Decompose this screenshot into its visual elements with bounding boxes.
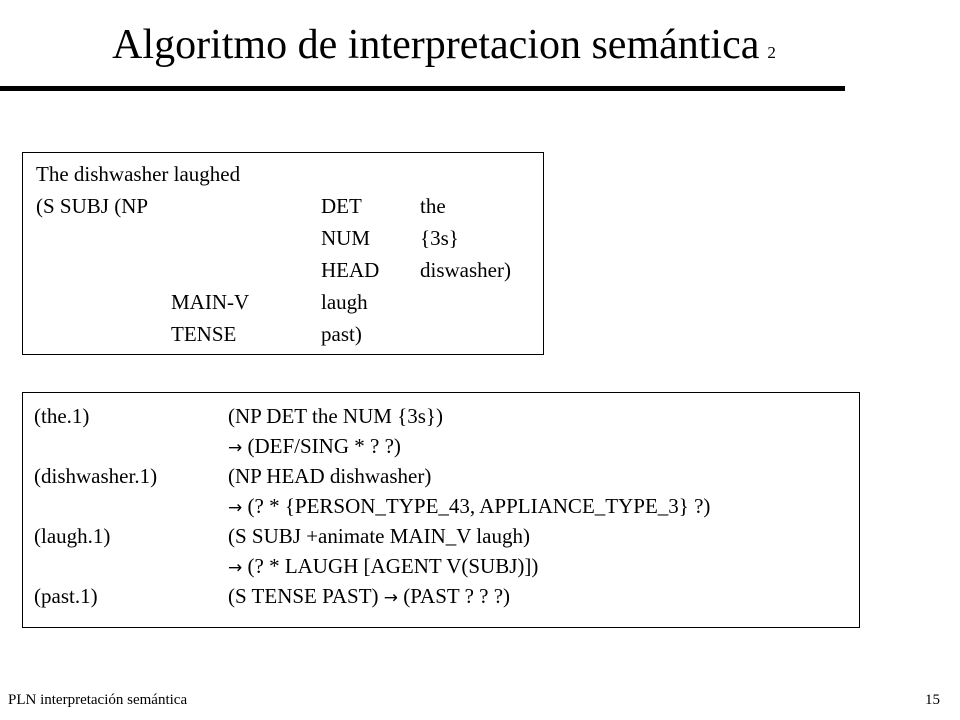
parse-row3-col3: diswasher) (420, 258, 511, 282)
parse-row2-col3: {3s} (420, 226, 459, 250)
parse-row3-col2: HEAD (321, 258, 380, 282)
rule-key: (past.1) (34, 584, 98, 608)
rule-key: (laugh.1) (34, 524, 111, 548)
title-text: Algoritmo de interpretacion semántica (112, 22, 760, 68)
rule-pattern: (S TENSE PAST) (228, 584, 379, 608)
sentence-text: The dishwasher laughed (36, 162, 241, 186)
slide-title: Algoritmo de interpretacion semántica 2 (0, 18, 888, 80)
page-number: 15 (925, 692, 940, 708)
title-underline (0, 86, 845, 91)
rule-result: (DEF/SING * ? ?) (247, 434, 401, 458)
arrow-icon: → (228, 498, 243, 518)
rule-result-line: → (? * LAUGH [AGENT V(SUBJ)]) (228, 551, 538, 583)
parse-row1-col3: the (420, 194, 446, 218)
rule-result: (? * LAUGH [AGENT V(SUBJ)]) (247, 554, 539, 578)
parse-row4-col2: laugh (321, 290, 368, 314)
rule-key: (dishwasher.1) (34, 464, 158, 488)
parse-row5-col1: TENSE (171, 322, 237, 346)
arrow-icon: → (383, 588, 399, 608)
parse-row1-col2: DET (321, 194, 362, 218)
arrow-icon: → (228, 438, 243, 458)
semantic-rules-box: (the.1) (NP DET the NUM {3s}) → (DEF/SIN… (22, 392, 860, 628)
rule-result-line: → (DEF/SING * ? ?) (228, 431, 401, 463)
rule-pattern-result-line: (S TENSE PAST) → (PAST ? ? ?) (228, 581, 510, 613)
rule-pattern: (S SUBJ +animate MAIN_V laugh) (228, 524, 530, 548)
parse-row2-col2: NUM (321, 226, 371, 250)
rule-result: (? * {PERSON_TYPE_43, APPLIANCE_TYPE_3} … (247, 494, 711, 518)
parse-row1-col1: (S SUBJ (NP (36, 194, 149, 218)
arrow-icon: → (228, 558, 243, 578)
title-subscript: 2 (767, 43, 776, 62)
parse-row4-col1: MAIN-V (171, 290, 250, 314)
rule-result-line: → (? * {PERSON_TYPE_43, APPLIANCE_TYPE_3… (228, 491, 710, 523)
parse-structure-box: The dishwasher laughed (S SUBJ (NP DET t… (22, 152, 544, 355)
footer-course-label: PLN interpretación semántica (8, 692, 188, 708)
rule-key: (the.1) (34, 404, 90, 428)
parse-row5-col2: past) (321, 322, 362, 346)
rule-pattern: (NP DET the NUM {3s}) (228, 404, 443, 428)
rule-result: (PAST ? ? ?) (403, 584, 511, 608)
rule-pattern: (NP HEAD dishwasher) (228, 464, 432, 488)
